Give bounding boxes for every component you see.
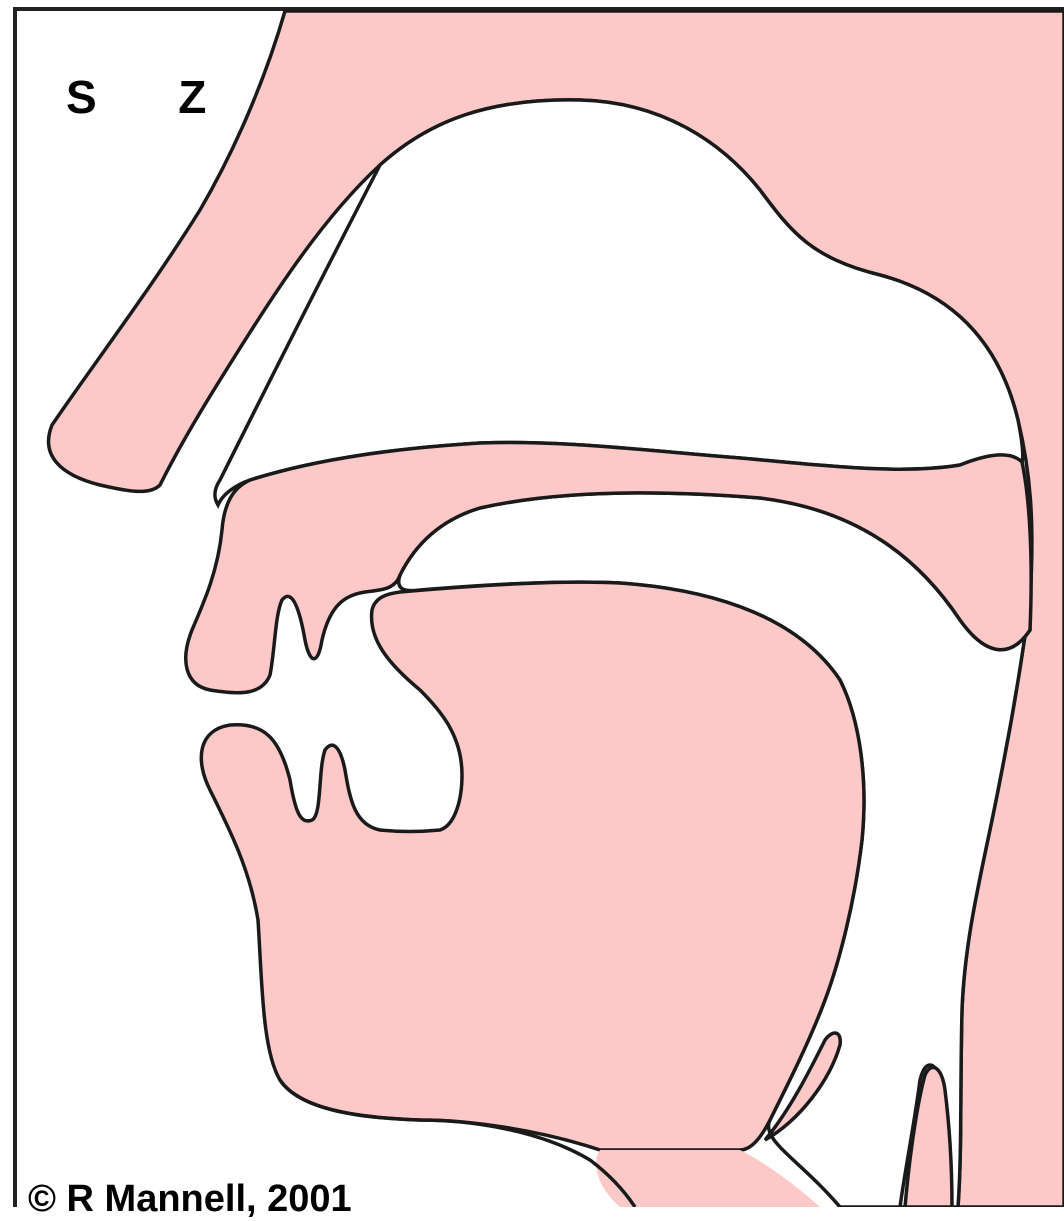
- copyright-notice: © R Mannell, 2001: [28, 1178, 352, 1221]
- sound-symbols-label: S Z: [66, 70, 206, 124]
